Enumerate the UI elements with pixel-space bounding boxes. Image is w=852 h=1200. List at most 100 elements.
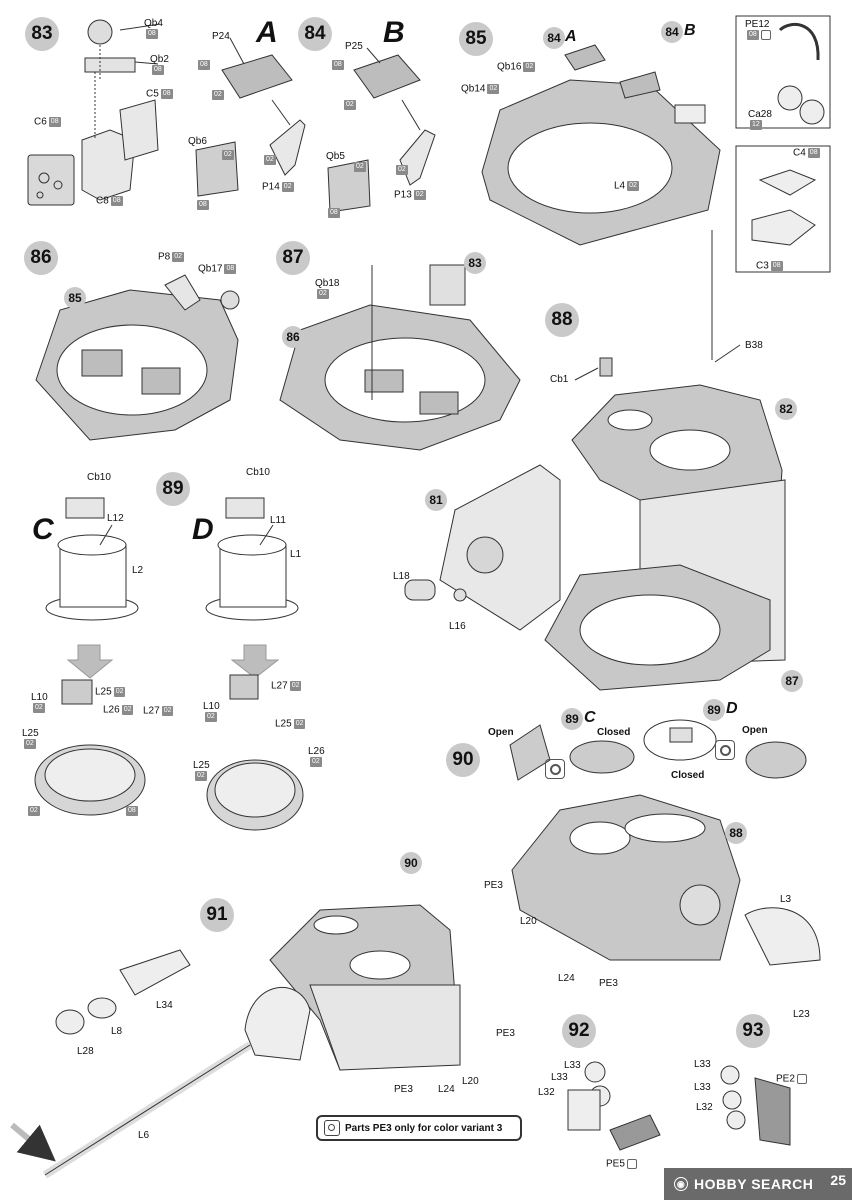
state-closed-right: Closed	[671, 770, 705, 781]
note-text: Parts PE3 only for color variant 3	[345, 1122, 503, 1134]
hobby-search-logo: ◉HOBBY SEARCH	[664, 1168, 852, 1200]
color-variant-icon	[545, 759, 565, 779]
ref-83: 83	[464, 252, 486, 274]
color-variant-icon	[324, 1120, 340, 1136]
step-87: 87	[276, 241, 310, 275]
part-sprue: 08	[197, 200, 209, 210]
part-label: L20	[462, 1076, 479, 1087]
ref-variant-a: A	[565, 28, 577, 45]
state-open-right: Open	[742, 725, 768, 736]
ref-89-c: 89	[561, 708, 583, 730]
ref-variant-d: D	[726, 700, 738, 717]
part-label: L18	[393, 571, 410, 582]
part-label: Qb5	[326, 151, 345, 162]
part-label: L16	[449, 621, 466, 632]
part-label: L3	[780, 894, 792, 905]
part-label: P24	[212, 31, 230, 42]
step-88: 88	[545, 303, 579, 337]
part-label: Cb1	[550, 374, 569, 385]
part-label: Qb6	[188, 136, 207, 147]
ref-81: 81	[425, 489, 447, 511]
variant-a: A	[256, 16, 278, 49]
part-sprue: 08	[332, 60, 344, 70]
step-89: 89	[156, 472, 190, 506]
part-label: PE3	[599, 978, 618, 989]
part-sprue: 02	[396, 165, 408, 175]
part-label: PE3	[394, 1084, 413, 1095]
color-variant-note: Parts PE3 only for color variant 3	[316, 1115, 522, 1141]
page-number: 25	[830, 1172, 846, 1188]
part-label: L23	[793, 1009, 810, 1020]
logo-mark-icon: ◉	[674, 1177, 688, 1191]
step-90: 90	[446, 743, 480, 777]
ref-84-b: 84	[661, 21, 683, 43]
part-sprue: 08	[198, 60, 210, 70]
part-label: L1	[290, 549, 302, 560]
part-label: Cb10	[246, 467, 270, 478]
step-85: 85	[459, 22, 493, 56]
ref-88: 88	[725, 822, 747, 844]
part-sprue: 08	[126, 806, 138, 816]
part-label: L33	[564, 1060, 581, 1071]
part-sprue: 02	[354, 162, 366, 172]
part-label: L11	[270, 515, 286, 526]
part-label: L33	[694, 1059, 711, 1070]
step-86: 86	[24, 241, 58, 275]
variant-c: C	[32, 513, 54, 546]
part-label: L12	[107, 513, 124, 524]
part-label: L34	[156, 1000, 173, 1011]
part-label: L33	[694, 1082, 711, 1093]
part-sprue: 02	[28, 806, 40, 816]
part-label: L32	[538, 1087, 555, 1098]
part-sprue: 02	[212, 90, 224, 100]
ref-85: 85	[64, 287, 86, 309]
part-label: L2	[132, 565, 144, 576]
ref-variant-c: C	[584, 709, 596, 726]
color-variant-icon	[715, 740, 735, 760]
part-label: L20	[520, 916, 537, 927]
ref-variant-b: B	[684, 22, 696, 39]
step-93: 93	[736, 1014, 770, 1048]
state-closed-left: Closed	[597, 727, 631, 738]
photo-etch-icon	[626, 1159, 637, 1169]
part-label: PE3	[496, 1028, 515, 1039]
ref-87: 87	[781, 670, 803, 692]
part-sprue: 08	[328, 208, 340, 218]
part-label: L28	[77, 1046, 94, 1057]
variant-b: B	[383, 16, 405, 49]
part-label: L32	[696, 1102, 713, 1113]
ref-82: 82	[775, 398, 797, 420]
step-84: 84	[298, 17, 332, 51]
step-91: 91	[200, 898, 234, 932]
part-label: PE3	[484, 880, 503, 891]
part-sprue: 02	[264, 155, 276, 165]
part-label: L33	[551, 1072, 568, 1083]
part-sprue: 02	[344, 100, 356, 110]
part-label: PE2	[776, 1074, 807, 1085]
photo-etch-icon	[796, 1074, 807, 1084]
part-label: L6	[138, 1130, 150, 1141]
